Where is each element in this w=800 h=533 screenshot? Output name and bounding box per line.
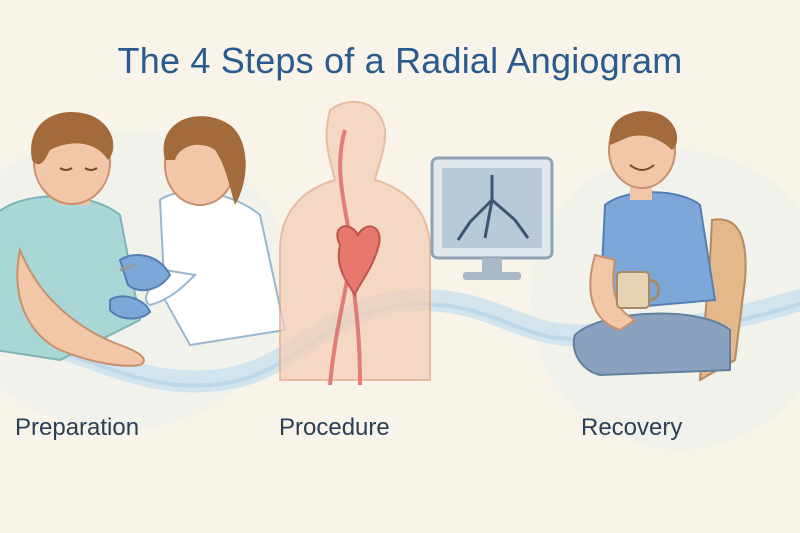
nurse-illustration [109, 116, 287, 347]
monitor-angiogram-icon [430, 156, 554, 280]
patient-recovery-illustration [572, 111, 747, 382]
patient-preparation-illustration [0, 112, 145, 367]
step-label-procedure: Procedure [279, 414, 390, 441]
coffee-cup-icon [616, 271, 661, 309]
torso-heart-illustration [279, 100, 431, 386]
page-title: The 4 Steps of a Radial Angiogram [117, 40, 683, 81]
step-label-preparation: Preparation [15, 414, 140, 441]
step-label-recovery: Recovery [581, 414, 683, 441]
